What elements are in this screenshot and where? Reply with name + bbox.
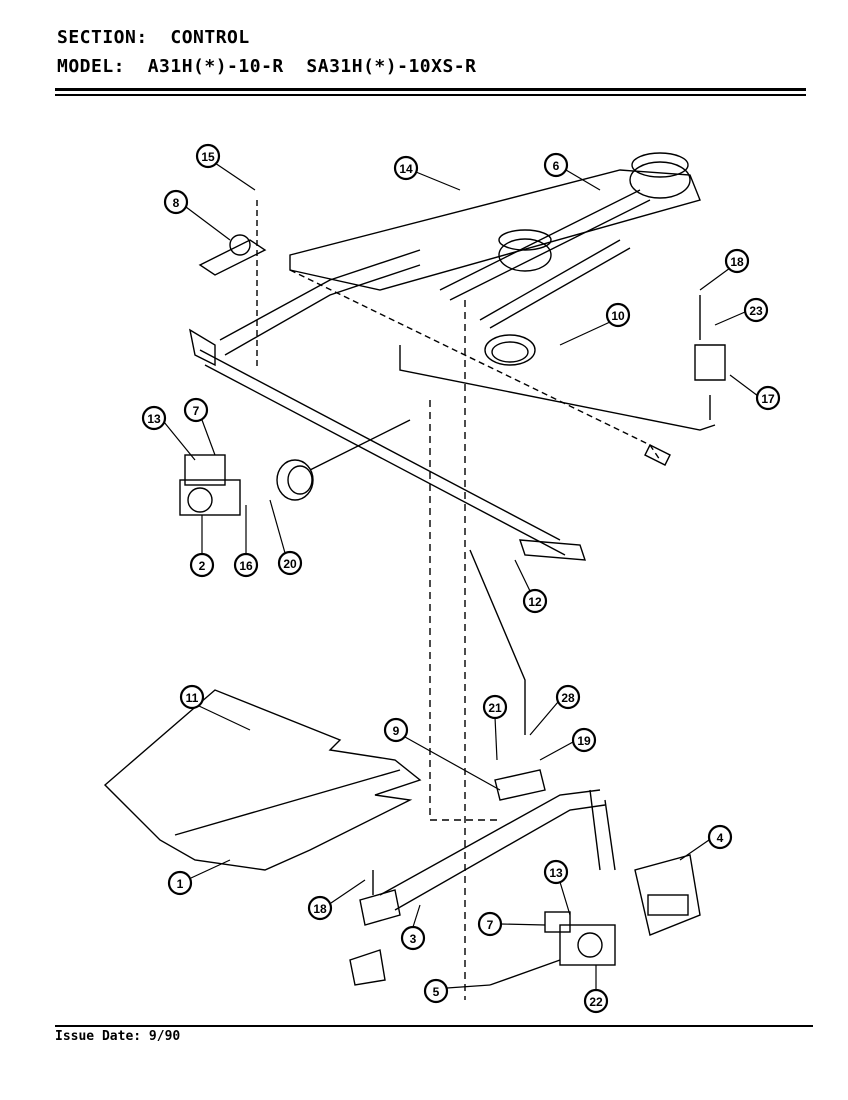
callout-23: 23 bbox=[743, 297, 769, 323]
lower-manifold bbox=[379, 789, 606, 911]
callout-group: 15 14 6 8 18 23 10 17 13 7 2 16 20 12 11… bbox=[141, 143, 781, 1014]
svg-text:13: 13 bbox=[147, 412, 161, 426]
callout-21: 21 bbox=[482, 694, 508, 720]
svg-text:1: 1 bbox=[177, 877, 184, 891]
svg-text:17: 17 bbox=[761, 392, 775, 406]
valve-lower-body bbox=[559, 924, 616, 966]
svg-text:20: 20 bbox=[283, 557, 297, 571]
burner-head-front bbox=[498, 229, 552, 251]
svg-text:21: 21 bbox=[488, 701, 502, 715]
callout-20: 20 bbox=[277, 550, 303, 576]
callout-6: 6 bbox=[543, 152, 569, 178]
callout-16: 16 bbox=[233, 552, 259, 578]
callout-4: 4 bbox=[707, 824, 733, 850]
burner-tray bbox=[289, 169, 701, 291]
callout-13-upper: 13 bbox=[141, 405, 167, 431]
issue-date: Issue Date: 9/90 bbox=[55, 1029, 181, 1044]
callout-7-lower: 7 bbox=[477, 911, 503, 937]
callout-17: 17 bbox=[755, 385, 781, 411]
callout-7-upper: 7 bbox=[183, 397, 209, 423]
svg-text:28: 28 bbox=[561, 691, 575, 705]
callout-15: 15 bbox=[195, 143, 221, 169]
svg-text:11: 11 bbox=[186, 691, 199, 705]
footer-rule bbox=[55, 1025, 813, 1027]
tray-dash-line bbox=[289, 269, 661, 461]
svg-text:6: 6 bbox=[553, 159, 560, 173]
callout-1: 1 bbox=[167, 870, 193, 896]
burner-tube bbox=[439, 189, 651, 301]
svg-text:12: 12 bbox=[528, 595, 542, 609]
callout-9: 9 bbox=[383, 717, 409, 743]
callout-3: 3 bbox=[400, 925, 426, 951]
dash-vertical-2 bbox=[429, 400, 500, 821]
callout-18-top: 18 bbox=[724, 248, 750, 274]
svg-text:3: 3 bbox=[410, 932, 417, 946]
svg-text:5: 5 bbox=[433, 985, 440, 999]
svg-text:22: 22 bbox=[589, 995, 603, 1009]
bracket-4 bbox=[634, 854, 701, 936]
svg-text:19: 19 bbox=[577, 734, 591, 748]
callout-12: 12 bbox=[522, 588, 548, 614]
svg-text:18: 18 bbox=[730, 255, 744, 269]
callout-8: 8 bbox=[163, 189, 189, 215]
header-rule-bottom bbox=[55, 94, 806, 96]
callout-11: 11 bbox=[179, 684, 205, 710]
screw-5-shaft bbox=[489, 959, 561, 986]
callout-10: 10 bbox=[605, 302, 631, 328]
svg-text:9: 9 bbox=[393, 724, 400, 738]
bracket-9 bbox=[494, 769, 546, 801]
callout-13-lower: 13 bbox=[543, 859, 569, 885]
callout-19: 19 bbox=[571, 727, 597, 753]
svg-text:4: 4 bbox=[717, 831, 724, 845]
header-rule-top bbox=[55, 88, 806, 91]
svg-text:16: 16 bbox=[239, 559, 253, 573]
svg-text:14: 14 bbox=[399, 162, 413, 176]
svg-text:7: 7 bbox=[487, 918, 494, 932]
manifold-pipe bbox=[219, 249, 421, 356]
callout-5: 5 bbox=[423, 978, 449, 1004]
callout-18-lower: 18 bbox=[307, 895, 333, 921]
burner-head-rear bbox=[631, 152, 689, 178]
callout-2: 2 bbox=[189, 552, 215, 578]
valve-left-body bbox=[184, 454, 226, 486]
svg-text:23: 23 bbox=[749, 304, 763, 318]
callout-14: 14 bbox=[393, 155, 419, 181]
tray-bracket-end bbox=[644, 444, 671, 466]
thermocouple-coil bbox=[276, 459, 314, 501]
svg-text:18: 18 bbox=[313, 902, 327, 916]
capillary-coil bbox=[484, 334, 536, 366]
svg-text:13: 13 bbox=[549, 866, 563, 880]
valve-top bbox=[198, 239, 267, 276]
svg-text:8: 8 bbox=[173, 196, 180, 210]
support-bracket bbox=[349, 949, 386, 986]
svg-text:2: 2 bbox=[199, 559, 206, 573]
callout-28: 28 bbox=[555, 684, 581, 710]
heat-shield bbox=[103, 689, 422, 871]
leader-lines bbox=[163, 162, 759, 990]
svg-text:10: 10 bbox=[611, 309, 625, 323]
svg-text:15: 15 bbox=[201, 150, 215, 164]
section-title: SECTION: CONTROL bbox=[57, 27, 250, 48]
gas-manifold bbox=[199, 349, 566, 556]
model-title: MODEL: A31H(*)-10-R SA31H(*)-10XS-R bbox=[57, 56, 477, 77]
bracket-17 bbox=[694, 344, 726, 381]
svg-text:7: 7 bbox=[193, 404, 200, 418]
callout-22: 22 bbox=[583, 988, 609, 1014]
